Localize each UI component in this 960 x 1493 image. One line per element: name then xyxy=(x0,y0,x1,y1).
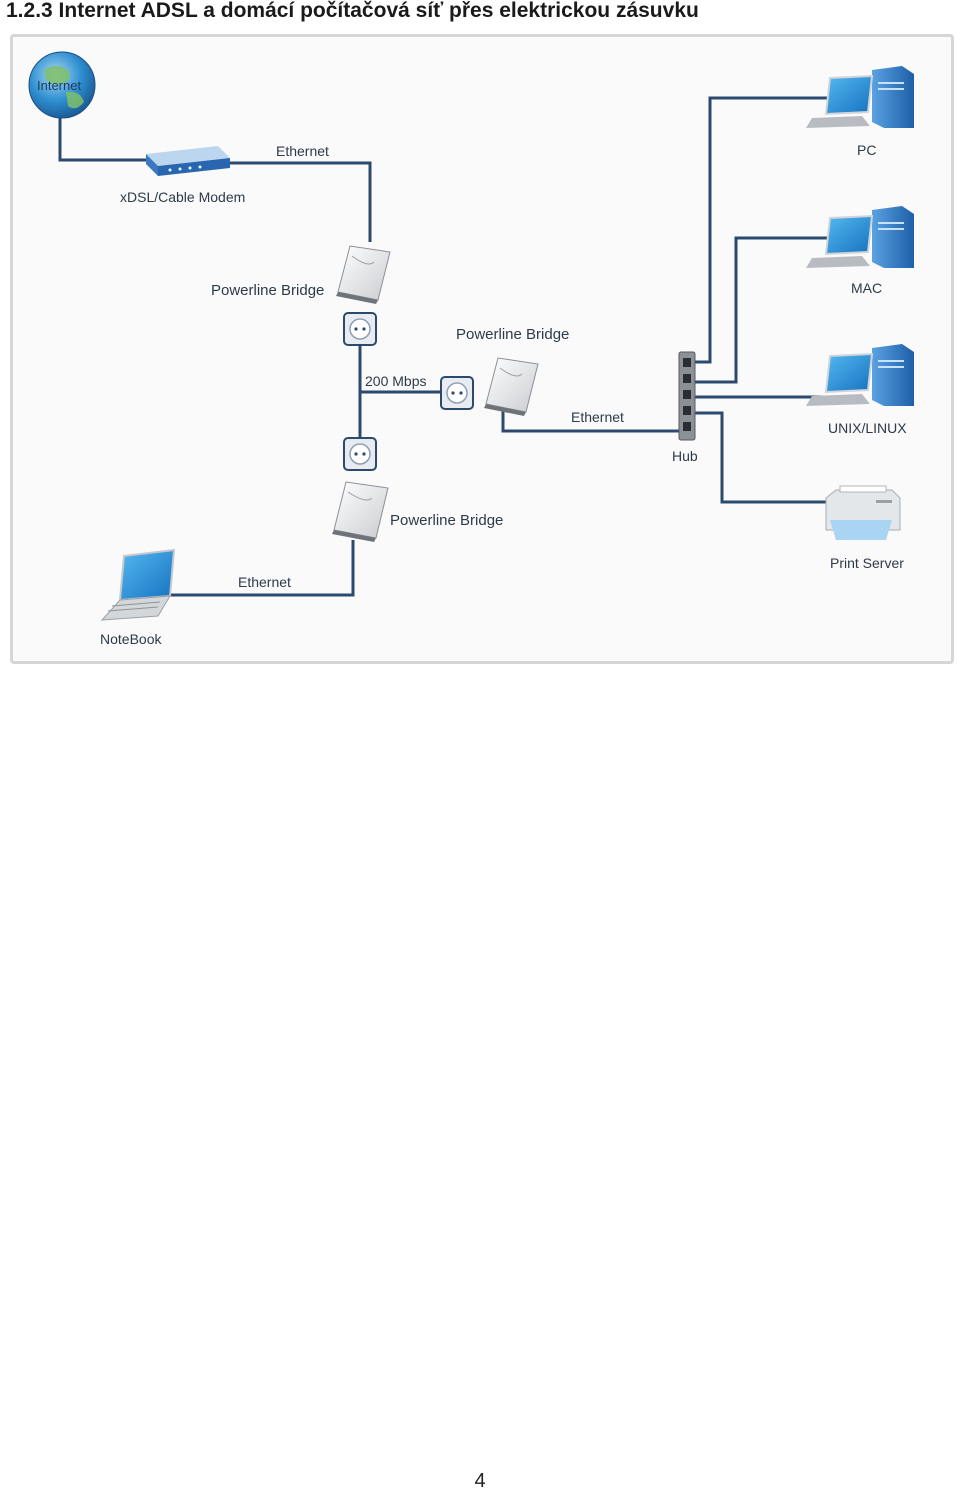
ethernet-mid-label: Ethernet xyxy=(571,409,624,425)
print-server-label: Print Server xyxy=(830,555,904,571)
powerline-bridge-top-icon xyxy=(336,245,391,304)
powerline-bridge-mid-icon xyxy=(484,357,539,416)
unix-label: UNIX/LINUX xyxy=(828,420,907,436)
wire-internet-modem xyxy=(58,118,148,162)
hub-label: Hub xyxy=(672,448,698,464)
wire-hub-mac xyxy=(694,236,830,384)
wire-hub-printer xyxy=(694,411,826,504)
notebook-label: NoteBook xyxy=(100,631,162,647)
section-heading: 1.2.3 Internet ADSL a domácí počítačová … xyxy=(6,0,699,22)
unix-computer-icon xyxy=(806,344,914,406)
notebook-icon xyxy=(100,548,176,621)
mac-label: MAC xyxy=(851,280,883,296)
wire-hub-pc xyxy=(694,96,830,364)
globe-icon xyxy=(28,51,96,119)
wire-bridge-mid-hub xyxy=(501,410,680,433)
outlet-bottom-icon xyxy=(343,437,377,471)
bridge-top-label: Powerline Bridge xyxy=(211,282,325,299)
hub-icon xyxy=(678,351,696,441)
printer-icon xyxy=(825,485,901,540)
pc-computer-icon xyxy=(806,66,914,128)
modem-label: xDSL/Cable Modem xyxy=(120,189,246,205)
ethernet-bottom-label: Ethernet xyxy=(238,574,291,590)
speed-label: 200 Mbps xyxy=(365,373,427,389)
wire-modem-bridge-top xyxy=(228,161,372,242)
modem-icon xyxy=(146,146,230,176)
bridge-bottom-label: Powerline Bridge xyxy=(390,512,504,529)
powerline-bridge-bottom-icon xyxy=(332,481,389,542)
internet-label: Internet xyxy=(37,78,82,93)
ethernet-top-label: Ethernet xyxy=(276,143,329,159)
page-number: 4 xyxy=(474,1470,486,1492)
outlet-top-icon xyxy=(343,312,377,346)
pc-label: PC xyxy=(857,142,877,158)
mac-computer-icon xyxy=(806,206,914,268)
wires xyxy=(58,96,830,597)
wire-bridge-bottom-notebook xyxy=(170,540,355,597)
network-diagram xyxy=(28,51,914,621)
bridge-mid-label: Powerline Bridge xyxy=(456,326,570,343)
outlet-mid-icon xyxy=(440,376,474,410)
